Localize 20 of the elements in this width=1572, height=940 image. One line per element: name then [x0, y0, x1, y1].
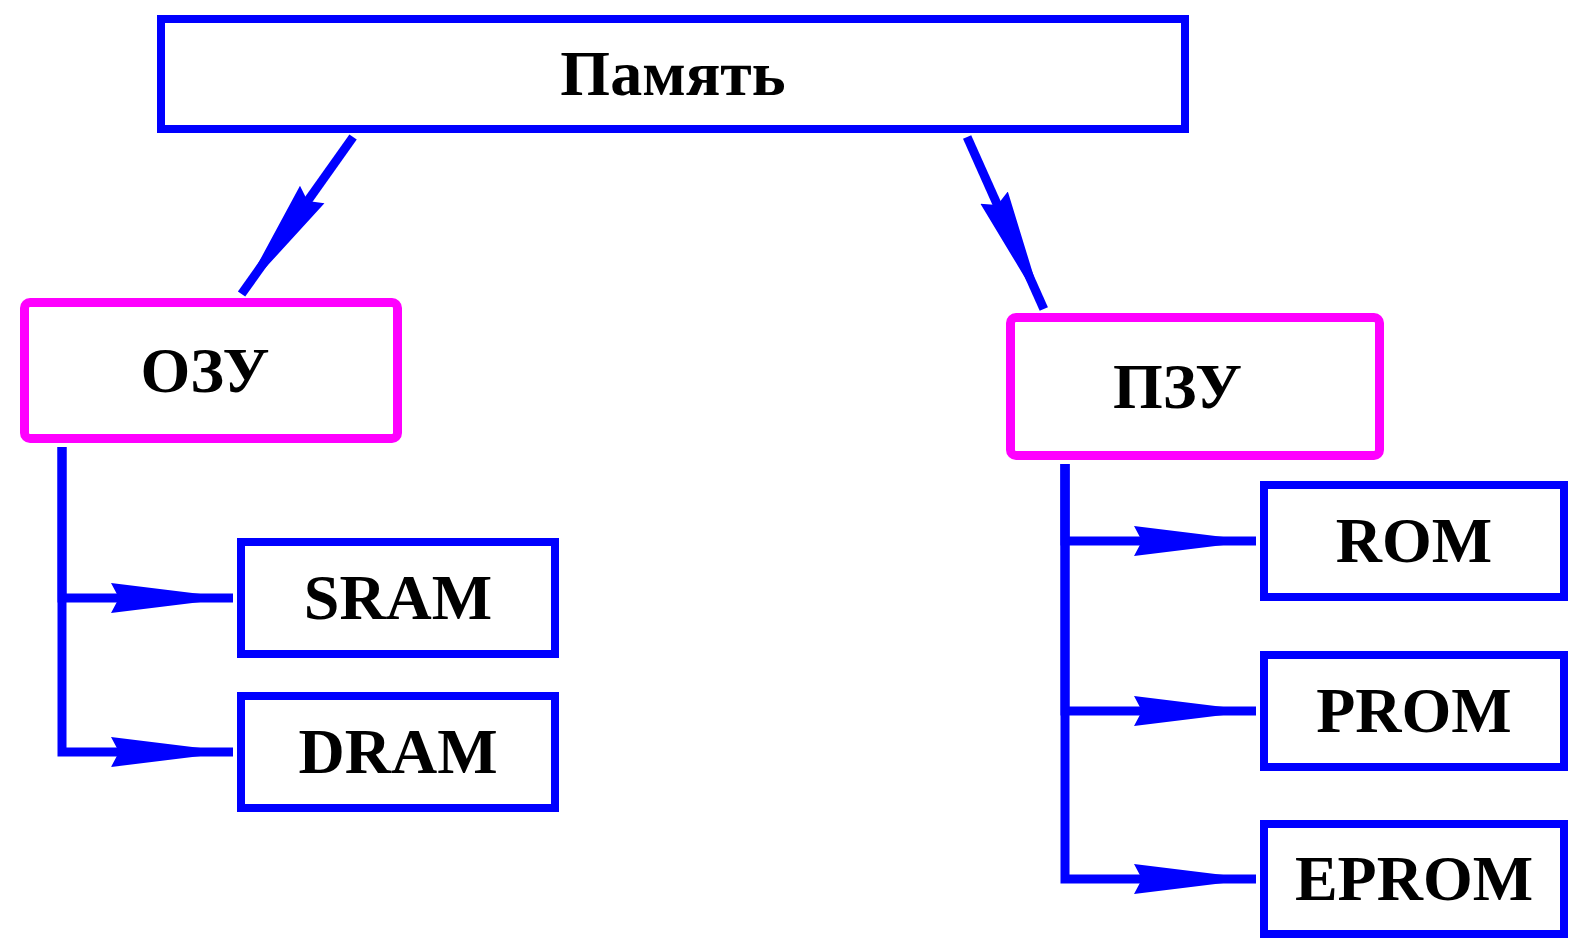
- memory-type-box: [1260, 481, 1568, 601]
- memory-type-box: [1260, 651, 1568, 771]
- node-label: ROM: [1335, 504, 1493, 578]
- memory-type-box: [237, 538, 559, 658]
- arrow: [1060, 464, 1256, 894]
- node-label: DRAM: [298, 715, 498, 789]
- arrow: [963, 135, 1048, 311]
- memory-type-box: [1260, 820, 1568, 938]
- arrow: [237, 134, 357, 297]
- title-box: [157, 15, 1189, 133]
- node-label: ПЗУ: [1113, 349, 1242, 424]
- node-label: EPROM: [1294, 842, 1534, 916]
- node-label: PROM: [1316, 674, 1512, 748]
- memory-type-box: [237, 692, 559, 812]
- node-label: SRAM: [303, 561, 493, 635]
- node-label: Память: [560, 37, 786, 111]
- arrow: [57, 447, 233, 767]
- category-box: [20, 298, 402, 443]
- node-label: ОЗУ: [140, 333, 270, 408]
- category-box: [1006, 313, 1384, 460]
